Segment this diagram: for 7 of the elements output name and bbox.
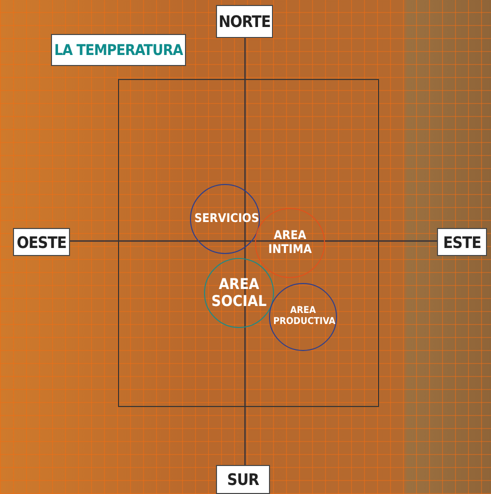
direction-label: OESTE <box>13 228 70 256</box>
direction-label: NORTE <box>216 5 273 38</box>
zone-circle: AREA PRODUCTIVA <box>269 283 337 351</box>
title-label: LA TEMPERATURA <box>51 34 186 66</box>
direction-label: SUR <box>216 465 270 494</box>
plan-frame <box>118 79 379 407</box>
direction-label: ESTE <box>437 228 487 256</box>
